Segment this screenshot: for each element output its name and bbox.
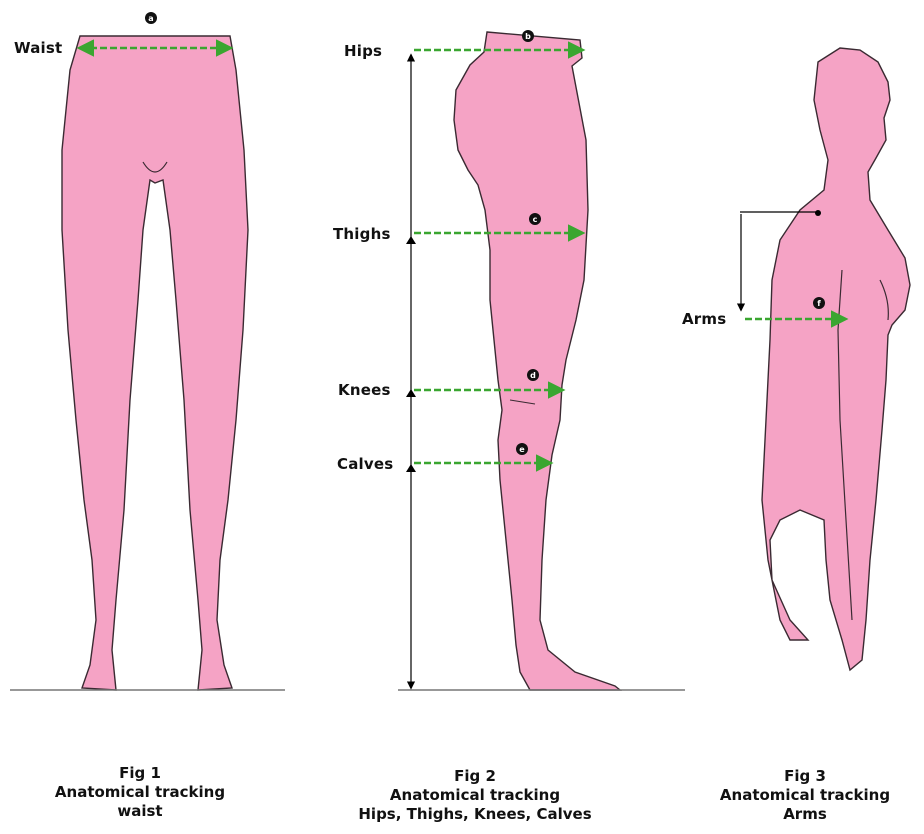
waist-label: Waist: [14, 39, 62, 57]
arms-label: Arms: [682, 310, 726, 328]
svg-text:b: b: [525, 32, 531, 41]
fig2-caption: Fig 2 Anatomical tracking Hips, Thighs, …: [330, 767, 620, 824]
fig3-caption: Fig 3 Anatomical tracking Arms: [690, 767, 920, 824]
waist-marker: a: [145, 12, 157, 24]
thighs-marker: c: [529, 213, 541, 225]
fig1-caption-title: Fig 1: [20, 764, 260, 783]
svg-text:e: e: [519, 445, 525, 454]
fig1-caption-subtitle: Anatomical tracking: [20, 783, 260, 802]
thighs-label: Thighs: [333, 225, 391, 243]
fig2-caption-region: Hips, Thighs, Knees, Calves: [330, 805, 620, 824]
fig2-body: [454, 32, 620, 690]
fig3-caption-subtitle: Anatomical tracking: [690, 786, 920, 805]
calves-label: Calves: [337, 455, 393, 473]
knees-marker: d: [527, 369, 539, 381]
fig1-caption-region: waist: [20, 802, 260, 821]
svg-text:f: f: [817, 299, 821, 308]
fig3-body: [762, 48, 910, 670]
svg-text:c: c: [533, 215, 538, 224]
hips-marker: b: [522, 30, 534, 42]
calves-marker: e: [516, 443, 528, 455]
arms-marker: f: [813, 297, 825, 309]
fig3-caption-region: Arms: [690, 805, 920, 824]
svg-text:a: a: [148, 14, 153, 23]
knees-label: Knees: [338, 381, 391, 399]
fig1-caption: Fig 1 Anatomical tracking waist: [20, 764, 260, 821]
fig3-caption-title: Fig 3: [690, 767, 920, 786]
hips-label: Hips: [344, 42, 382, 60]
fig2-caption-title: Fig 2: [330, 767, 620, 786]
fig2-caption-subtitle: Anatomical tracking: [330, 786, 620, 805]
svg-text:d: d: [530, 371, 536, 380]
fig1-body: [62, 36, 248, 690]
